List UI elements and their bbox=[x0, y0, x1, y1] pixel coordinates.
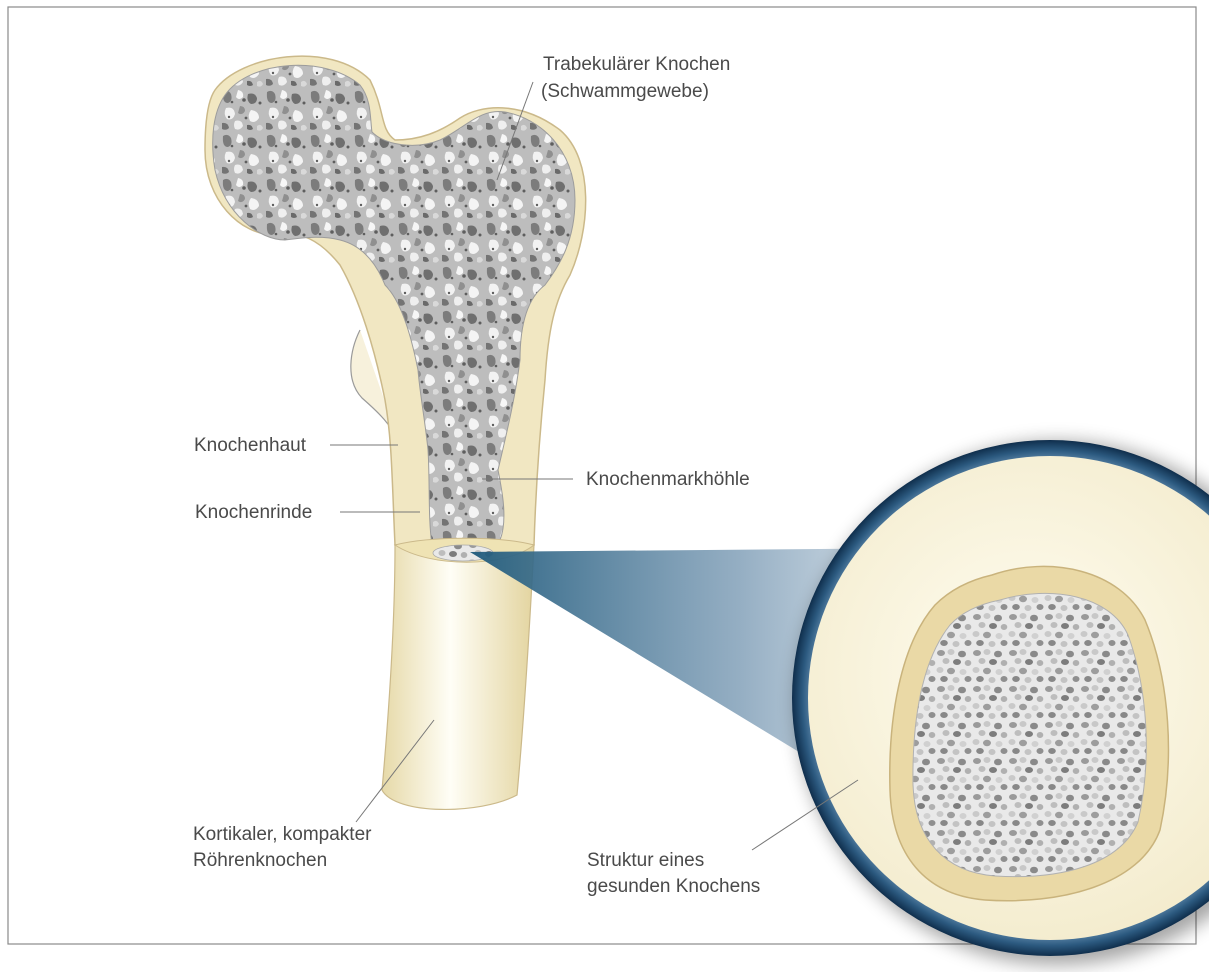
magnified-cross-section bbox=[792, 440, 1209, 965]
label-cortex: Knochenrinde bbox=[195, 502, 312, 523]
label-cortical-line2: Röhrenknochen bbox=[193, 850, 327, 871]
label-cortical-line1: Kortikaler, kompakter bbox=[193, 824, 372, 845]
label-trabecular-line2: (Schwammgewebe) bbox=[541, 81, 709, 102]
bone-shaft bbox=[382, 541, 534, 809]
label-periosteum: Knochenhaut bbox=[194, 435, 307, 456]
label-trabecular-line1: Trabekulärer Knochen bbox=[543, 54, 730, 75]
label-marrow-cavity: Knochenmarkhöhle bbox=[586, 469, 750, 490]
label-structure-line2: gesunden Knochens bbox=[587, 876, 760, 897]
label-structure-line1: Struktur eines bbox=[587, 850, 704, 871]
